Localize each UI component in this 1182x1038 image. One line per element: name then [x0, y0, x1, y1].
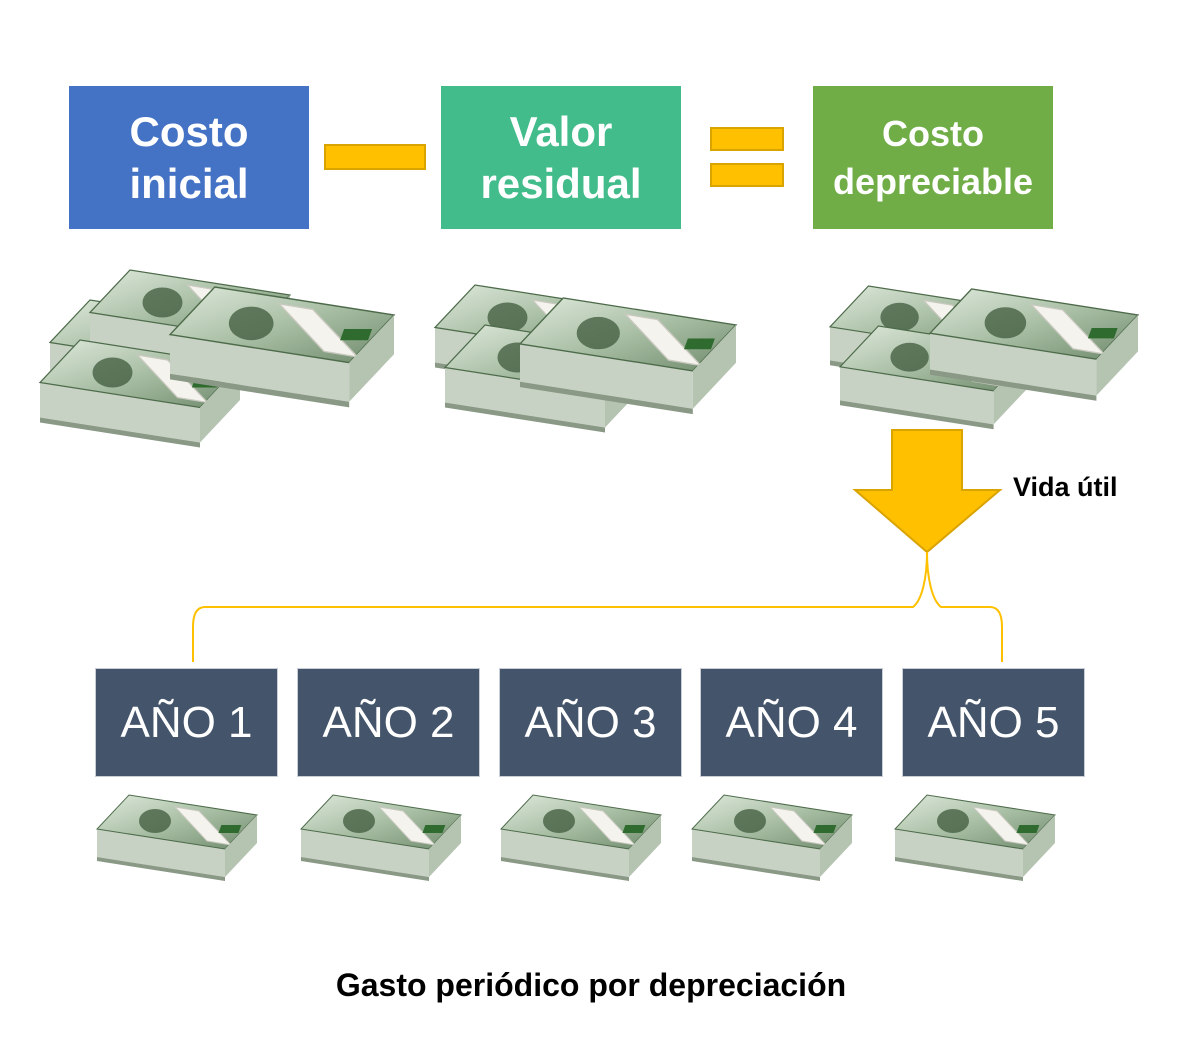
money-bundle-icon	[500, 794, 662, 882]
bracket-connector	[192, 551, 1003, 662]
minus-operator	[324, 144, 426, 170]
money-bundle-icon	[300, 794, 462, 882]
term-valor-residual-line1: Valor	[509, 107, 613, 155]
result-costo-depreciable-line1: Costo	[882, 112, 984, 154]
money-bundle-icon	[691, 794, 853, 882]
money-bundle-icon	[96, 794, 258, 882]
money-bundle-icon	[894, 794, 1056, 882]
equals-bar-bottom	[710, 163, 784, 187]
result-costo-depreciable-line2: depreciable	[832, 160, 1034, 202]
year-box-1: AÑO 1	[95, 668, 278, 777]
term-costo-inicial-line1: Costo	[129, 107, 249, 155]
equals-bar-top	[710, 127, 784, 151]
result-costo-depreciable: Costo depreciable	[813, 86, 1053, 229]
year-box-4: AÑO 4	[700, 668, 883, 777]
term-valor-residual-line2: residual	[480, 159, 642, 207]
year-box-2: AÑO 2	[297, 668, 480, 777]
arrow-label: Vida útil	[1013, 472, 1118, 502]
down-arrow-icon	[852, 429, 1003, 554]
term-costo-inicial: Costo inicial	[69, 86, 309, 229]
year-box-3: AÑO 3	[499, 668, 682, 777]
year-box-5: AÑO 5	[902, 668, 1085, 777]
term-costo-inicial-line2: inicial	[129, 159, 249, 207]
term-valor-residual: Valor residual	[441, 86, 681, 229]
caption: Gasto periódico por depreciación	[335, 967, 847, 1003]
